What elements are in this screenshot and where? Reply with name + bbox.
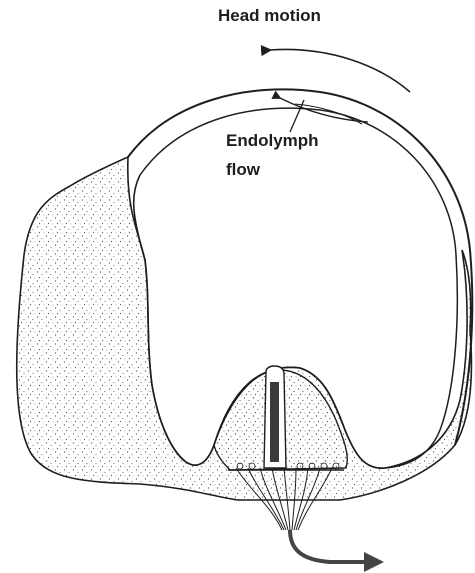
head-motion-arrow <box>270 49 410 92</box>
cupula-core <box>270 382 279 462</box>
nerve-output-arrow <box>290 530 370 562</box>
endolymph-leader-line <box>290 100 304 132</box>
head-motion-label: Head motion <box>218 6 321 26</box>
flow-label: flow <box>226 160 260 180</box>
endolymph-label: Endolymph <box>226 131 319 151</box>
